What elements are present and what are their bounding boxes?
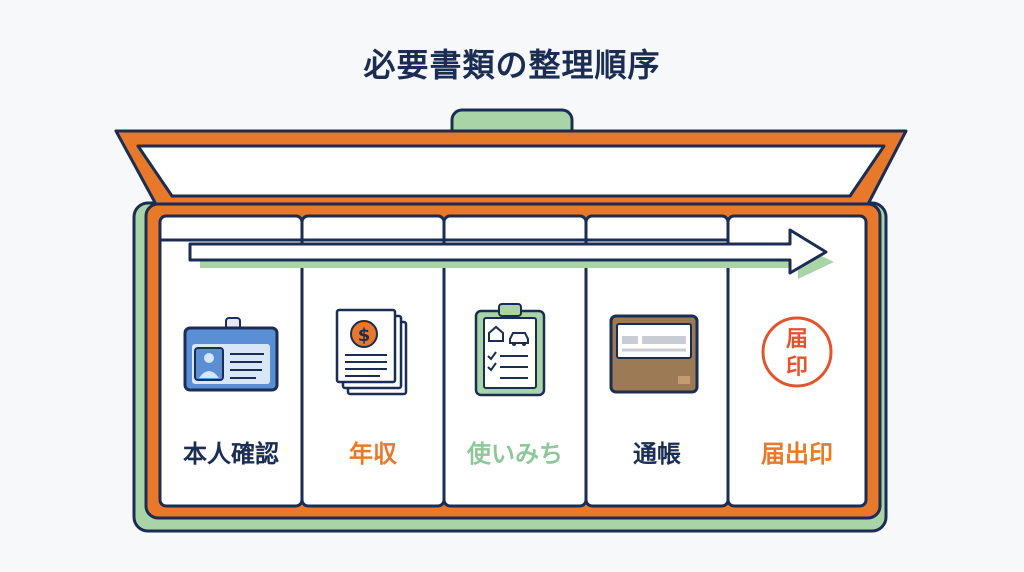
income-document-icon: $ (335, 308, 408, 396)
id-card-icon (183, 317, 279, 392)
clipboard-checklist-icon (474, 303, 546, 397)
page-title: 必要書類の整理順序 (363, 46, 661, 84)
step-label-2: 年収 (349, 440, 397, 468)
step-label-3: 使いみち (467, 440, 563, 468)
svg-text:$: $ (358, 325, 371, 346)
step-label-5: 届出印 (761, 440, 833, 468)
step-label-4: 通帳 (633, 440, 681, 468)
order-arrow (188, 228, 834, 279)
box-lid-inner (136, 144, 886, 198)
seal-stamp-icon: 届 印 (761, 316, 833, 388)
bankbook-icon (609, 314, 699, 394)
seal-text-2: 印 (786, 355, 808, 380)
seal-text-1: 届 (786, 327, 808, 352)
step-label-1: 本人確認 (183, 440, 279, 468)
